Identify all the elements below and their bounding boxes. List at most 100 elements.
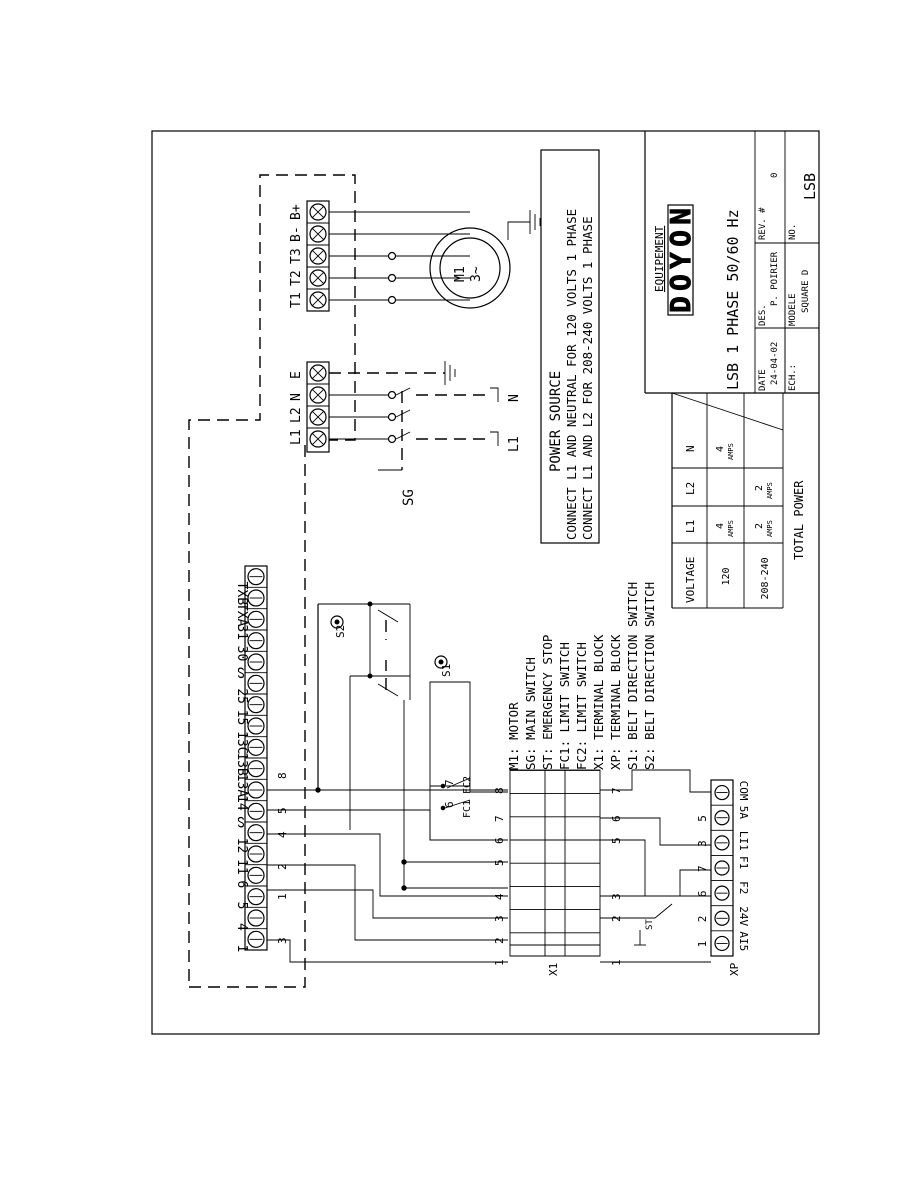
x1-wire-number: 5 — [493, 859, 506, 866]
top-terminal-label: 31 — [234, 624, 249, 640]
top-terminal-label: 6 — [234, 880, 249, 888]
xp-terminal-label: AI5 — [737, 931, 750, 951]
power-source-box: POWER SOURCE CONNECT L1 AND NEUTRAL FOR … — [540, 149, 600, 544]
top-terminal-label: 5 — [234, 902, 249, 910]
top-terminal-label: TXA — [234, 603, 249, 627]
top-terminal-label: ᔕ — [234, 667, 249, 679]
legend-item: SG: MAIN SWITCH — [523, 657, 538, 770]
legend-item: S2: BELT DIRECTION SWITCH — [642, 582, 657, 770]
top-terminal-label: 11 — [234, 859, 249, 875]
drawing-border — [151, 130, 820, 1035]
xp-terminal-label: F2 — [737, 881, 750, 894]
legend-item: XP: TERMINAL BLOCK — [608, 634, 623, 770]
s2-label: S2 — [334, 625, 347, 638]
x1-out-wire-number: 2 — [610, 915, 623, 922]
power-terminal-label: N — [289, 393, 304, 401]
fc2-label: FC2 — [462, 776, 473, 794]
top-wire-number: 5 — [276, 807, 289, 814]
top-terminal-label: 25 — [234, 688, 249, 704]
main-switch-wiring: SG L1 N — [329, 361, 522, 506]
x1-out-wire-number: 6 — [610, 815, 623, 822]
top-wire-number: 3 — [276, 937, 289, 944]
power-table-amps: 4 — [715, 446, 726, 452]
fc-wire-6: 6 — [443, 801, 456, 808]
legend-item: X1: TERMINAL BLOCK — [591, 634, 606, 770]
top-terminal-label: TXB — [234, 582, 249, 606]
top-terminal-label: 1 — [234, 944, 249, 952]
x1-wire-number: 1 — [493, 959, 506, 966]
modele-value: SQUARE D — [801, 270, 811, 313]
fc1-label: FC1 — [462, 800, 473, 818]
motor-terminal-label: T1 — [289, 292, 304, 308]
company-logo-text: DOYON — [664, 208, 697, 313]
xp-wire-number: 6 — [696, 891, 709, 898]
x1-out-wire-number: 1 — [610, 959, 623, 966]
power-source-title: POWER SOURCE — [548, 371, 564, 472]
power-table-header: L2 — [684, 482, 697, 495]
power-table-unit: AMPS — [766, 482, 774, 499]
x1-wire-number: 4 — [493, 893, 506, 900]
power-terminal-label: L1 — [289, 429, 304, 445]
xp-terminal-label: 5A — [737, 806, 750, 820]
motor-terminal-label: T2 — [289, 270, 304, 286]
n-label: N — [507, 394, 522, 402]
legend-item: FC2: LIMIT SWITCH — [574, 642, 589, 770]
x1-out-wire-number: 7 — [610, 787, 623, 794]
limit-switches: FC1 FC2 6 7 — [429, 681, 508, 840]
rev-label: REV. # — [758, 207, 768, 240]
xp-wire-number: 2 — [696, 916, 709, 923]
xp-wire-number: 5 — [696, 815, 709, 822]
motor-symbol — [429, 227, 511, 309]
x1-label: X1 — [547, 963, 560, 976]
motor-terminal-label: T3 — [289, 248, 304, 264]
xp-terminal-label: 24V — [737, 906, 750, 926]
top-terminal-label: 13B — [234, 752, 249, 776]
top-terminal-label: 14 — [234, 795, 249, 811]
top-wire-number: 1 — [276, 893, 289, 900]
legend-item: M1: MOTOR — [506, 702, 521, 770]
top-terminal-label: 13A — [234, 774, 249, 798]
number-value: LSB — [801, 173, 819, 200]
motor-terminal-label: B- — [289, 226, 304, 242]
power-table-amps: 2 — [754, 485, 765, 491]
top-wire-number: 8 — [276, 772, 289, 779]
top-terminal-label: 15 — [234, 710, 249, 726]
xp-label: XP — [728, 962, 741, 976]
xp-terminal-label: LI1 — [737, 831, 750, 851]
x1-wire-number: 3 — [493, 915, 506, 922]
power-table-amps: 2 — [754, 523, 765, 529]
power-table-header: L1 — [684, 520, 697, 533]
power-table-header: N — [684, 445, 697, 452]
xp-terminal-label: F1 — [737, 856, 750, 869]
power-table-footer: TOTAL POWER — [792, 480, 806, 560]
s1-label: S1 — [440, 664, 453, 677]
motor-spec: 3~ — [469, 266, 484, 282]
top-terminal-label: 13C — [234, 731, 249, 754]
designer-label: DES. — [758, 304, 768, 326]
ech-label: ECH.: — [788, 364, 798, 391]
top-terminal-label: 4 — [234, 923, 249, 931]
control-wiring — [267, 700, 508, 963]
power-terminal-strip: L1 L2 N E — [289, 361, 330, 453]
power-table-voltage: 120 — [721, 567, 732, 585]
power-table-unit: AMPS — [727, 443, 735, 460]
company-small: EQUIPEMENT — [653, 225, 666, 292]
direction-switches: S2 S1 — [317, 601, 453, 830]
power-terminal-label: E — [289, 371, 304, 379]
power-table-voltage: 208-240 — [760, 557, 771, 599]
controller-enclosure — [188, 174, 356, 988]
date-value: 24-04-02 — [770, 342, 780, 385]
power-table-amps: 4 — [715, 523, 726, 529]
power-table-unit: AMPS — [766, 520, 774, 537]
xp-terminal-label: COM — [737, 781, 750, 801]
legend-item: FC1: LIMIT SWITCH — [557, 642, 572, 770]
power-terminal-label: L2 — [289, 407, 304, 423]
x1-out-wire-number: 5 — [610, 837, 623, 844]
